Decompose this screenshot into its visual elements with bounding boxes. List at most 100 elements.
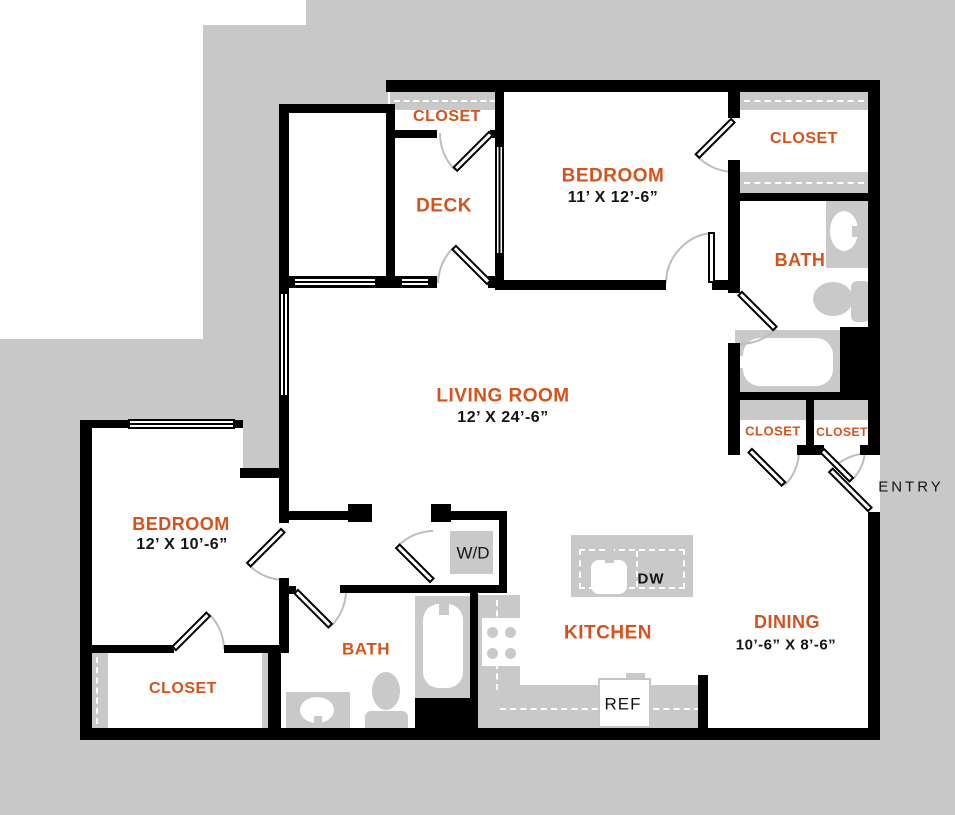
refrigerator [598, 678, 651, 728]
room-label-bedroom-2: BEDROOM [132, 514, 230, 534]
stove-burner [505, 627, 516, 638]
washer-dryer-label: W/D [456, 543, 490, 563]
wall [288, 586, 296, 594]
wall [728, 398, 740, 455]
outdoor-area [281, 80, 388, 106]
door-leaf [245, 527, 286, 568]
island-sink [591, 560, 627, 594]
room-label-entry: ENTRY [878, 478, 944, 496]
room-dims-bedroom-1: 11’ X 12’-6” [567, 189, 659, 206]
wall [386, 130, 437, 138]
closet-shelf [814, 398, 868, 420]
outdoor-area [0, 420, 80, 740]
island-cabinet-line [579, 549, 685, 589]
wall [449, 511, 507, 520]
wall [860, 445, 880, 455]
island-sink-faucet [605, 549, 614, 563]
wall [386, 80, 880, 92]
wall [868, 92, 880, 448]
wall [279, 113, 289, 283]
door-leaf [394, 543, 435, 584]
plumbing-chase [840, 327, 872, 393]
wall [348, 504, 372, 522]
wall [431, 504, 451, 522]
window [495, 145, 504, 255]
room-label-closet-walkin: CLOSET [770, 130, 838, 147]
stove-burner [487, 648, 498, 659]
wall [728, 392, 880, 400]
wall [806, 398, 814, 448]
dishwasher-label: DW [637, 570, 665, 588]
bath2-toilet-bowl [372, 672, 400, 710]
outdoor-area [0, 740, 955, 815]
door-leaf [171, 611, 212, 652]
room-label-closet-hall-1: CLOSET [745, 423, 801, 439]
refrigerator-label: REF [604, 694, 642, 714]
window [279, 292, 289, 397]
wall [240, 468, 289, 478]
room-dims-bedroom-2: 12’ X 10’-6” [136, 536, 228, 553]
wall [80, 728, 880, 740]
room-label-living-room: LIVING ROOM [436, 385, 570, 407]
wall [499, 511, 507, 593]
stove-burner [505, 648, 516, 659]
bath1-toilet-bowl [813, 282, 853, 316]
bath2-sink-faucet [314, 716, 322, 728]
wall [340, 585, 416, 593]
stove-burner [487, 627, 498, 638]
wall [868, 512, 880, 740]
window [400, 277, 430, 287]
bath2-toilet-tank [365, 711, 408, 728]
wall [797, 445, 824, 455]
wall [495, 280, 666, 290]
room-label-bath-1: BATH [774, 250, 826, 270]
room-label-dining: DINING [754, 612, 820, 632]
door-leaf [708, 232, 715, 283]
door-leaf [450, 244, 492, 286]
wall [386, 104, 395, 284]
door-leaf [452, 130, 494, 173]
wall [728, 92, 740, 118]
refrigerator-handle [626, 673, 645, 679]
wall [80, 420, 92, 740]
wall [698, 675, 708, 728]
closet-rod-line [394, 100, 496, 102]
wall [728, 160, 740, 200]
wall [279, 104, 395, 113]
washer-dryer-unit [450, 531, 493, 574]
outdoor-area [243, 420, 281, 470]
outdoor-area [880, 80, 955, 740]
wall [490, 130, 503, 138]
wall [224, 645, 281, 653]
wall [416, 585, 507, 593]
bath2-tub-faucet [439, 604, 449, 615]
door-leaf [293, 588, 334, 629]
plumbing-chase [415, 698, 470, 728]
wall [728, 343, 740, 398]
wall [279, 578, 289, 653]
wall [728, 200, 740, 293]
stove [482, 618, 521, 666]
room-label-closet-top: CLOSET [413, 108, 481, 125]
wall [288, 511, 350, 520]
bath2-tub-basin [423, 604, 463, 688]
room-label-bedroom-1: BEDROOM [561, 165, 665, 187]
island-cabinet-line [636, 551, 638, 587]
bath1-toilet-tank [851, 281, 870, 322]
wall [470, 593, 478, 728]
wall [268, 653, 281, 728]
closet-rod-line [744, 100, 864, 102]
wall [279, 283, 289, 523]
window [293, 277, 377, 287]
room-label-closet-hall-2: CLOSET [816, 425, 868, 439]
closet-shelf [740, 398, 806, 420]
outdoor-area [203, 80, 281, 339]
room-label-bath-2: BATH [342, 639, 390, 659]
room-label-deck: DECK [416, 195, 472, 217]
outdoor-area [203, 25, 306, 80]
outdoor-area [306, 0, 955, 80]
door-leaf [694, 117, 736, 160]
wall [712, 280, 740, 290]
bath1-sink-faucet [852, 226, 869, 237]
